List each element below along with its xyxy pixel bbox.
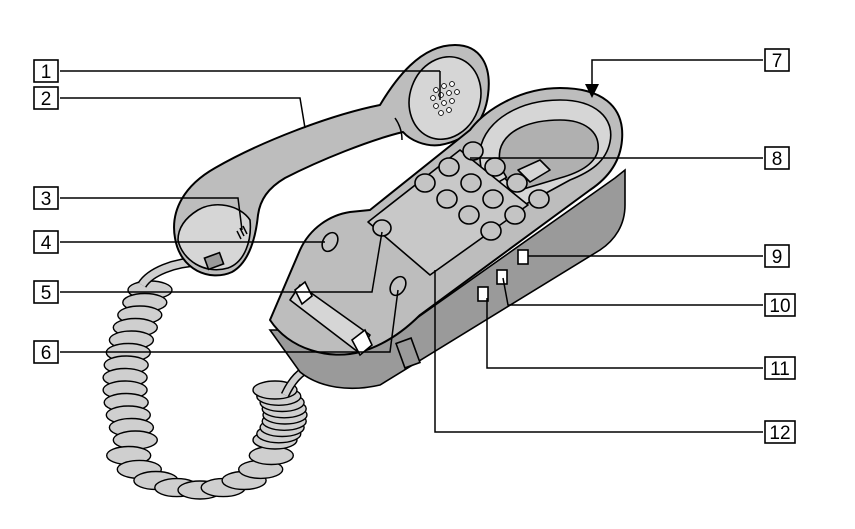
callout-11: 11 (765, 357, 795, 380)
callout-10: 10 (765, 294, 795, 317)
keypad-key (461, 174, 481, 192)
svg-text:8: 8 (772, 149, 783, 170)
callout-7: 7 (765, 49, 789, 72)
callout-1: 1 (34, 60, 58, 83)
svg-text:6: 6 (41, 343, 52, 364)
keypad-key (437, 190, 457, 208)
callout-9: 9 (765, 245, 789, 268)
callout-6: 6 (34, 341, 58, 364)
keypad-key (459, 206, 479, 224)
svg-text:11: 11 (770, 359, 790, 380)
svg-text:9: 9 (772, 247, 783, 268)
keypad-key (439, 158, 459, 176)
callout-3: 3 (34, 187, 58, 210)
keypad-key (415, 174, 435, 192)
callout-12: 12 (765, 421, 795, 444)
svg-text:7: 7 (772, 51, 783, 72)
svg-text:1: 1 (41, 62, 52, 83)
keypad-key (485, 158, 505, 176)
callout-8: 8 (765, 147, 789, 170)
svg-text:10: 10 (769, 296, 790, 317)
keypad-key (483, 190, 503, 208)
svg-text:12: 12 (769, 423, 790, 444)
keypad-key (529, 190, 549, 208)
callout-5: 5 (34, 281, 58, 304)
svg-text:5: 5 (41, 283, 52, 304)
svg-text:3: 3 (41, 189, 52, 210)
keypad-key (505, 206, 525, 224)
callout-2: 2 (34, 87, 58, 110)
keypad-key (481, 222, 501, 240)
svg-text:4: 4 (41, 233, 52, 254)
svg-text:2: 2 (41, 89, 52, 110)
callout-4: 4 (34, 231, 58, 254)
keypad-key (507, 174, 527, 192)
